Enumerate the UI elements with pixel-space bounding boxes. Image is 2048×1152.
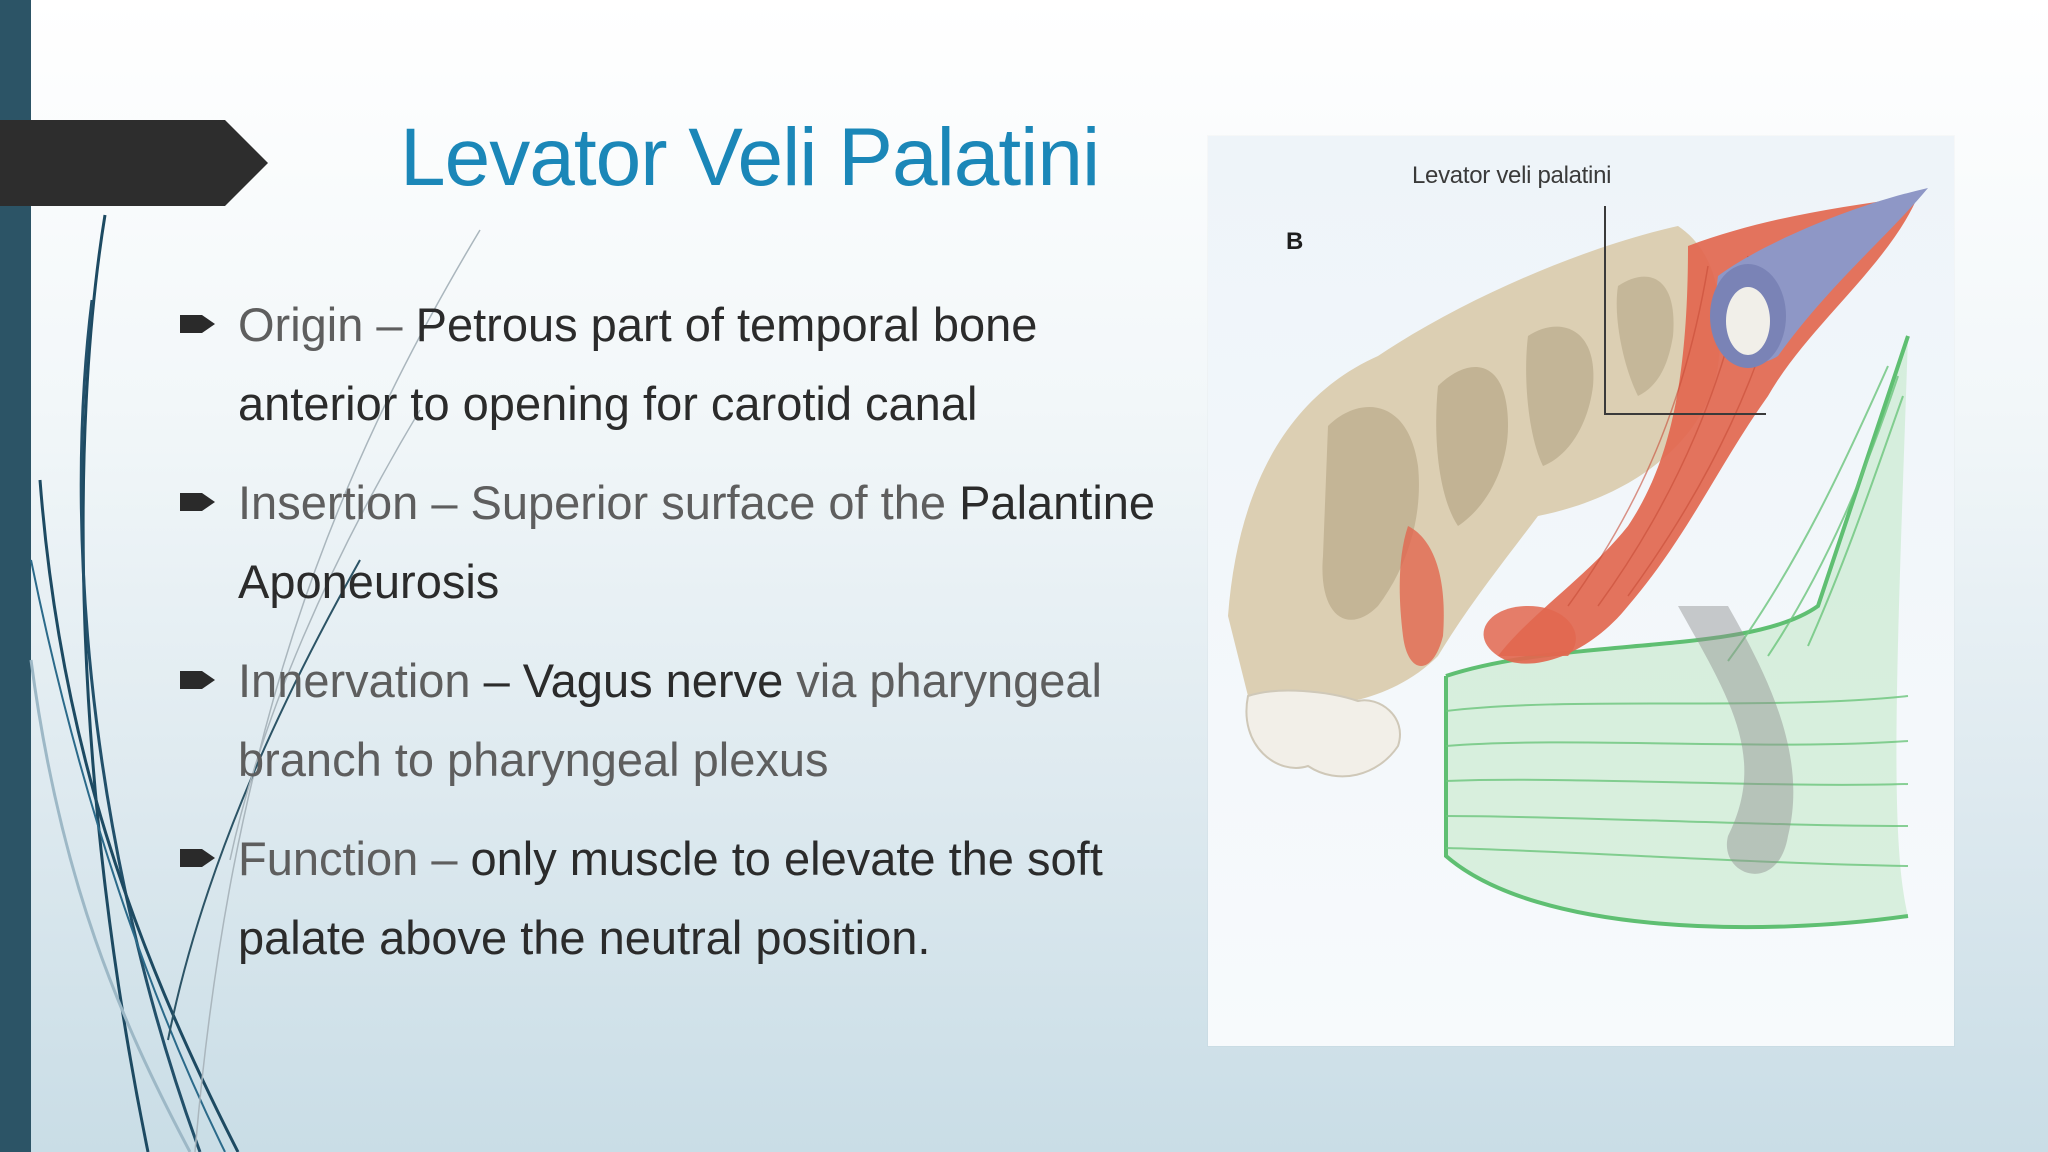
- bullet-list: Origin – Petrous part of temporal bone a…: [180, 285, 1170, 997]
- bullet-label: Innervation: [238, 654, 484, 707]
- anatomy-figure: Levator veli palatini B: [1208, 136, 1954, 1046]
- arrow-bullet-icon: [180, 493, 215, 511]
- bullet-origin: Origin – Petrous part of temporal bone a…: [180, 285, 1170, 443]
- arrow-bullet-icon: [180, 671, 215, 689]
- arrow-bullet-icon: [180, 849, 215, 867]
- bullet-emphasis: Palantine Aponeurosis: [238, 476, 1156, 608]
- figure-label: Levator veli palatini: [1412, 162, 1612, 189]
- decorative-swoosh-lines: [29, 214, 481, 1152]
- bullet-label: Insertion – Superior surface of the: [238, 476, 960, 529]
- bullet-label: Origin –: [238, 298, 416, 351]
- slide-title: Levator Veli Palatini: [400, 112, 1100, 203]
- bullet-emphasis: Petrous part of temporal bone anterior t…: [238, 298, 1038, 430]
- bullet-tail: via pharyngeal branch to pharyngeal plex…: [238, 654, 1102, 786]
- bullet-innervation: Innervation – Vagus nerve via pharyngeal…: [180, 641, 1170, 799]
- title-tab-arrow: [0, 120, 268, 206]
- bullet-emphasis: – Vagus nerve: [483, 654, 784, 707]
- bullet-label: Function –: [238, 832, 471, 885]
- arrow-bullet-icon: [180, 315, 215, 333]
- bullet-insertion: Insertion – Superior surface of the Pala…: [180, 463, 1170, 621]
- bullet-emphasis: only muscle to elevate the soft palate a…: [238, 832, 1103, 964]
- figure-panel-letter: B: [1286, 228, 1304, 255]
- bullet-function: Function – only muscle to elevate the so…: [180, 819, 1170, 977]
- levator-veli-palatini-illustration: [1228, 188, 1928, 930]
